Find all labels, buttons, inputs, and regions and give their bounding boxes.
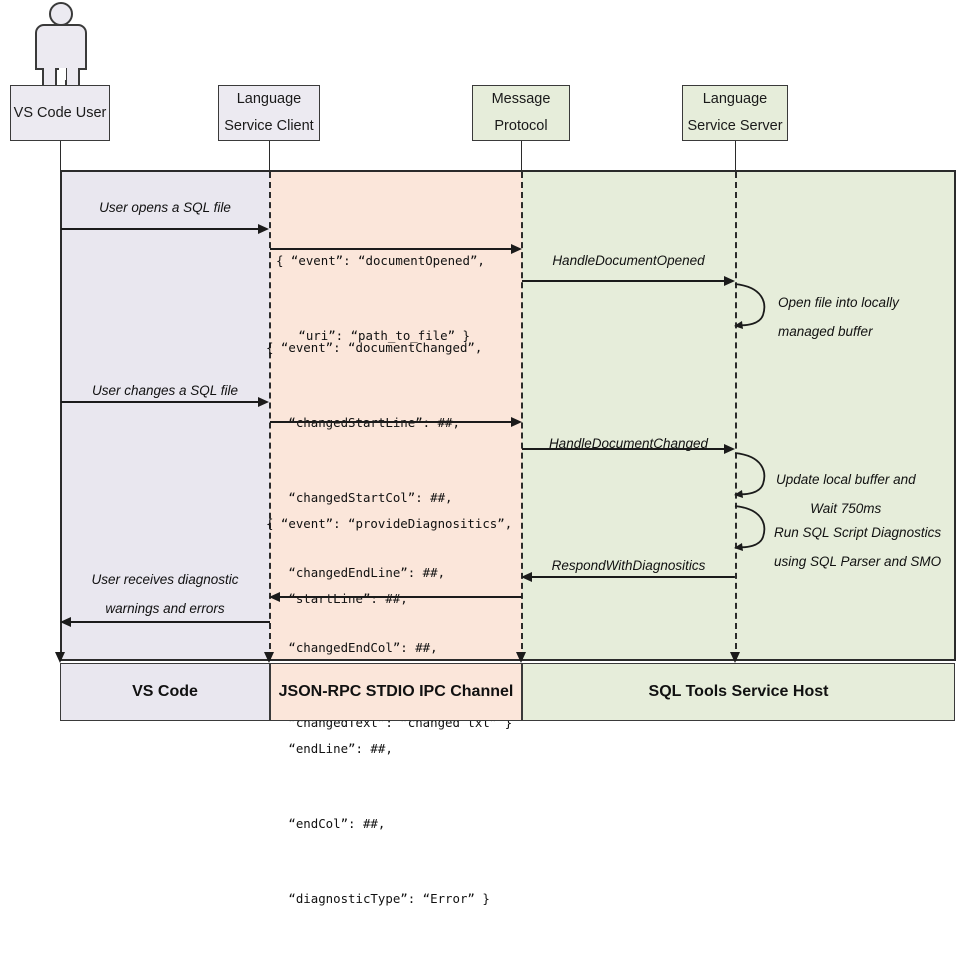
message-label-handle-document-changed: HandleDocumentChanged	[548, 436, 709, 451]
note-line: using SQL Parser and SMO	[774, 554, 942, 569]
payload-line: “endLine”: ##,	[266, 741, 393, 756]
message-arrowhead-document-opened	[511, 243, 522, 254]
self-loop-update-buffer	[734, 452, 766, 498]
self-loop-open-file	[734, 283, 766, 329]
message-arrow-document-changed	[270, 421, 513, 423]
lifeline-end-arrow-vs-code-user	[55, 652, 65, 663]
participant-language-service-server[interactable]: Language Service Server	[682, 85, 788, 141]
json-rpc-footer[interactable]: JSON-RPC STDIO IPC Channel	[270, 663, 522, 721]
message-arrowhead-user-opens	[258, 223, 269, 234]
lifeline-stub-language-service-client	[269, 141, 270, 171]
message-label-user-receives-line2: warnings and errors	[105, 601, 225, 616]
note-line: Open file into locally	[778, 295, 899, 310]
actor-torso-icon	[35, 24, 87, 70]
lifeline-end-arrow-language-service-server	[730, 652, 740, 663]
footer-label: SQL Tools Service Host	[648, 683, 829, 700]
lifeline-language-service-client	[269, 172, 271, 659]
participant-message-protocol[interactable]: Message Protocol	[472, 85, 570, 141]
participant-label-line2: Protocol	[494, 118, 548, 134]
lifeline-stub-message-protocol	[521, 141, 522, 171]
vs-code-user-actor	[35, 2, 95, 92]
message-arrow-diagnostics-to-client	[279, 596, 522, 598]
message-label-handle-document-opened: HandleDocumentOpened	[552, 253, 705, 268]
participant-label-line1: VS Code User	[13, 104, 107, 121]
note-line: managed buffer	[778, 324, 873, 339]
payload-line: “endCol”: ##,	[266, 816, 386, 831]
message-riser-respond-with-diagnostics	[734, 576, 736, 578]
json-rpc-band	[270, 172, 522, 659]
message-arrowhead-respond-with-diagnostics	[521, 571, 532, 582]
footer-label: VS Code	[132, 683, 198, 700]
self-loop-run-diagnostics	[734, 505, 766, 551]
message-arrowhead-user-receives	[60, 616, 71, 627]
lifeline-end-arrow-message-protocol	[516, 652, 526, 663]
message-arrowhead-handle-document-changed	[724, 443, 735, 454]
payload-document-opened: { “event”: “documentOpened”, “uri”: “pat…	[276, 198, 485, 398]
payload-line: “changedStartCol”: ##,	[266, 490, 453, 505]
note-run-sql-diagnostics: Run SQL Script Diagnostics using SQL Par…	[774, 518, 941, 576]
participant-label-line1: Language	[236, 91, 302, 108]
payload-line: “diagnosticType”: “Error” }	[266, 891, 490, 906]
sql-tools-band	[522, 172, 955, 659]
participant-vs-code-user[interactable]: VS Code User	[10, 85, 110, 141]
message-arrowhead-document-changed	[511, 416, 522, 427]
footer-label: JSON-RPC STDIO IPC Channel	[278, 683, 514, 700]
message-arrow-respond-with-diagnostics	[531, 576, 735, 578]
payload-line: “uri”: “path_to_file” }	[276, 328, 470, 343]
vs-code-footer[interactable]: VS Code	[60, 663, 270, 721]
payload-line: { “event”: “provideDiagnositics”,	[266, 516, 513, 531]
vs-code-band	[60, 172, 270, 659]
message-arrow-document-opened	[270, 248, 513, 250]
note-update-buffer-wait: Update local buffer and Wait 750ms	[776, 465, 916, 523]
message-arrow-user-receives	[70, 621, 270, 623]
note-line: Update local buffer and	[776, 472, 916, 487]
payload-line: { “event”: “documentOpened”,	[276, 253, 485, 268]
lifeline-end-arrow-language-service-client	[264, 652, 274, 663]
note-line: Run SQL Script Diagnostics	[774, 525, 942, 540]
participant-label-line2: Service Server	[687, 118, 783, 134]
actor-leg-gap	[59, 68, 66, 80]
band-top-border	[60, 170, 955, 172]
lifeline-stub-vs-code-user	[60, 141, 61, 171]
payload-line: { “event”: “documentChanged”,	[266, 340, 483, 355]
sql-tools-footer[interactable]: SQL Tools Service Host	[522, 663, 955, 721]
message-label-respond-with-diagnostics: RespondWithDiagnositics	[551, 558, 706, 573]
message-arrow-handle-document-opened	[522, 280, 725, 282]
payload-line: “changedEndCol”: ##,	[266, 640, 438, 655]
message-label-user-opens: User opens a SQL file	[99, 200, 231, 215]
actor-head-icon	[49, 2, 73, 26]
message-arrowhead-diagnostics-to-client	[269, 591, 280, 602]
participant-language-service-client[interactable]: Language Service Client	[218, 85, 320, 141]
message-arrow-user-opens	[61, 228, 260, 230]
lifeline-language-service-server	[735, 172, 737, 659]
participant-label-line2: Service Client	[224, 118, 314, 134]
participant-label-line1: Message	[491, 91, 551, 108]
band-bottom-border	[60, 659, 955, 661]
payload-line: “startLine”: ##,	[266, 591, 408, 606]
lifeline-message-protocol	[521, 172, 523, 659]
message-arrow-user-changes	[61, 401, 260, 403]
message-arrowhead-handle-document-opened	[724, 275, 735, 286]
message-arrowhead-user-changes	[258, 396, 269, 407]
lifeline-stub-language-service-server	[735, 141, 736, 171]
participant-label-line1: Language	[702, 91, 768, 108]
message-label-user-changes: User changes a SQL file	[91, 383, 239, 398]
lifeline-vs-code-user	[60, 172, 62, 659]
note-line: Wait 750ms	[810, 501, 882, 516]
message-arrow-handle-document-changed	[522, 448, 725, 450]
message-label-user-receives-line1: User receives diagnostic	[91, 572, 239, 587]
band-right-border	[954, 170, 956, 661]
payload-line: “changedEndLine”: ##,	[266, 565, 446, 580]
sequence-diagram-canvas: VS Code User Language Service Client Mes…	[10, 2, 956, 906]
note-open-file-into-buffer: Open file into locally managed buffer	[778, 288, 899, 346]
